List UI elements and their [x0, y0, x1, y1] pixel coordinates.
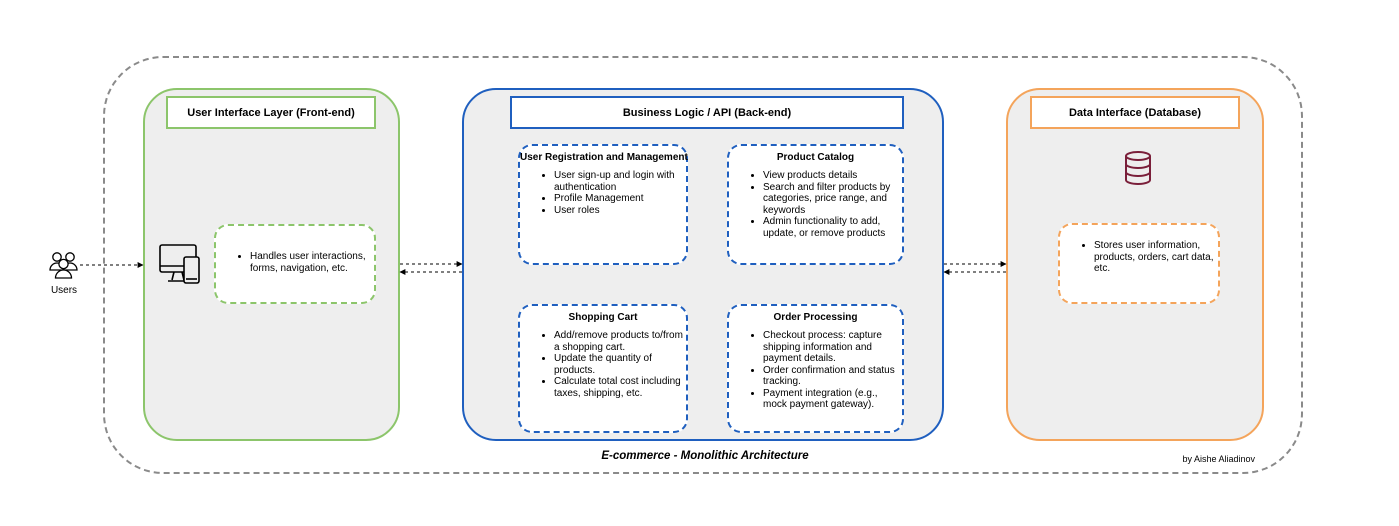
module-item: User roles: [554, 205, 686, 217]
diagram-caption: E-commerce - Monolithic Architecture: [601, 450, 809, 462]
backend-title: Business Logic / API (Back-end): [510, 96, 904, 129]
module-item: Search and filter products by categories…: [763, 182, 902, 217]
module-item: Admin functionality to add, update, or r…: [763, 216, 902, 239]
frontend-title: User Interface Layer (Front-end): [166, 96, 376, 129]
module-item: Update the quantity of products.: [554, 353, 686, 376]
module-item: Add/remove products to/from a shopping c…: [554, 330, 686, 353]
module-shopping-cart: Shopping Cart Add/remove products to/fro…: [518, 304, 688, 433]
users-icon: [49, 252, 78, 279]
module-item: Payment integration (e.g., mock payment …: [763, 388, 902, 411]
database-icon: [1125, 151, 1151, 185]
monitor-devices-icon: [159, 244, 200, 284]
module-user-registration: User Registration and Management User si…: [518, 144, 688, 265]
module-title: Product Catalog: [776, 152, 855, 163]
module-product-catalog: Product Catalog View products details Se…: [727, 144, 904, 265]
module-item: Checkout process: capture shipping infor…: [763, 330, 902, 365]
module-item: User sign-up and login with authenticati…: [554, 170, 686, 193]
module-item: View products details: [763, 170, 902, 182]
users-label: Users: [50, 285, 78, 296]
database-title: Data Interface (Database): [1030, 96, 1240, 129]
module-title: Order Processing: [773, 312, 858, 323]
module-item: Profile Management: [554, 193, 686, 205]
module-title: User Registration and Management: [520, 152, 688, 163]
frontend-card: Handles user interactions, forms, naviga…: [214, 224, 376, 304]
module-item: Order confirmation and status tracking.: [763, 365, 902, 388]
connectors: [80, 261, 1007, 275]
database-card: Stores user information, products, order…: [1058, 223, 1220, 304]
module-order-processing: Order Processing Checkout process: captu…: [727, 304, 904, 433]
module-item: Calculate total cost including taxes, sh…: [554, 376, 686, 399]
frontend-item: Handles user interactions, forms, naviga…: [250, 251, 374, 274]
database-item: Stores user information, products, order…: [1094, 240, 1218, 275]
author-credit: by Aishe Aliadinov: [1182, 454, 1255, 464]
module-title: Shopping Cart: [568, 312, 638, 323]
